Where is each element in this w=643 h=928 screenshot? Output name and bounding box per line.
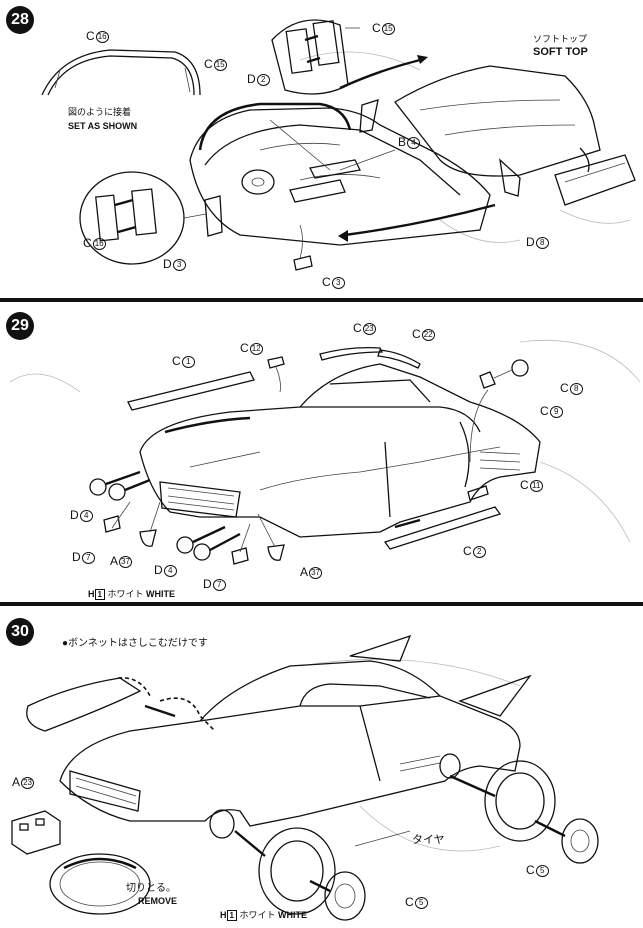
car-29-body (139, 363, 541, 538)
step-30-panel: 30 ●ボンネットはさしこむだけです (0, 606, 643, 928)
remove-label-jp: 切りとる。 (126, 883, 176, 894)
step-28-panel: 28 (0, 0, 643, 298)
softtop-label-jp: ソフトトップ (533, 34, 588, 44)
label-tire: タイヤ (412, 834, 445, 846)
soft-top-outline (394, 65, 601, 177)
car-30-body (59, 660, 521, 827)
softtop-label-en: SOFT TOP (533, 46, 588, 58)
step-number-29: 29 (6, 312, 34, 340)
step-30-drawing (11, 634, 599, 921)
note-bonnet-insert: ●ボンネットはさしこむだけです (62, 638, 208, 649)
step-number-28: 28 (6, 6, 34, 34)
divider-1 (0, 298, 643, 302)
note-set-as-shown-jp: 図のように接着 (68, 107, 132, 117)
step-28-drawing (41, 19, 636, 271)
note-set-as-shown-en: SET AS SHOWN (68, 121, 138, 131)
step-29-drawing (9, 339, 641, 565)
divider-2 (0, 602, 643, 606)
windshield-frame-part (41, 49, 201, 96)
step-29-panel: 29 (0, 302, 643, 602)
remove-label-en: REMOVE (138, 896, 178, 906)
step-number-30: 30 (6, 618, 34, 646)
